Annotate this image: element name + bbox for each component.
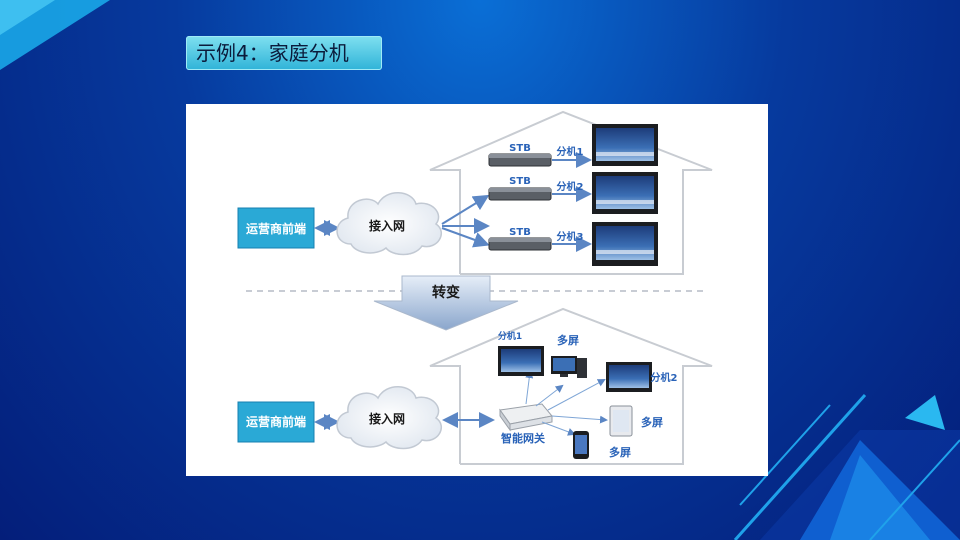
top-cloud: 接入网 <box>336 192 442 256</box>
slide-title: 示例4：家庭分机 <box>196 41 349 65</box>
transition-arrow: 转变 <box>373 275 519 331</box>
ext-1-label: 分机1 <box>557 145 584 158</box>
multi-screen-label-pc: 多屏 <box>557 333 579 347</box>
desktop-pc <box>551 356 587 378</box>
smart-gateway: 智能网关 <box>499 403 553 445</box>
mobile-phone <box>573 431 589 459</box>
tv-3 <box>592 222 658 266</box>
cloud-to-stb3-arrow <box>441 227 490 248</box>
transition-label: 转变 <box>432 284 460 301</box>
slide-title-box: 示例4：家庭分机 <box>186 36 382 70</box>
bottom-ext2-label: 分机2 <box>651 371 678 384</box>
tablet-device <box>609 405 633 437</box>
diagram-panel: 运营商前端 接入网 STB 分机1 STB 分机2 STB 分机3 <box>186 104 768 476</box>
diagonal-line-3 <box>869 439 960 540</box>
top-cloud-label: 接入网 <box>369 218 405 233</box>
stb-2: STB <box>488 176 552 201</box>
bottom-tv-ext2 <box>606 362 652 392</box>
stb-2-label: STB <box>509 176 531 187</box>
stb-3-label: STB <box>509 227 531 238</box>
big-triangle-inner <box>830 455 930 540</box>
top-operator-box: 运营商前端 <box>237 207 315 249</box>
ext-3-label: 分机3 <box>557 230 584 243</box>
stb-1-label: STB <box>509 143 531 154</box>
wireless-links <box>525 370 608 436</box>
bottom-cloud: 接入网 <box>336 386 442 450</box>
multi-screen-label-tablet: 多屏 <box>641 415 663 429</box>
tv-2 <box>592 172 658 214</box>
gateway-label: 智能网关 <box>501 431 545 445</box>
small-triangle <box>905 395 945 430</box>
diagonal-line-2 <box>739 404 831 506</box>
cloud-to-stb1-arrow <box>441 194 490 225</box>
multi-screen-label-phone: 多屏 <box>609 445 631 459</box>
top-operator-label: 运营商前端 <box>246 221 306 236</box>
bottom-tv-ext1 <box>498 346 544 376</box>
bottom-cloud-label: 接入网 <box>369 411 405 426</box>
diagonal-line-1 <box>733 393 867 540</box>
bottom-operator-label: 运营商前端 <box>246 414 306 429</box>
bottom-operator-box: 运营商前端 <box>237 401 315 443</box>
bottom-ext1-label: 分机1 <box>498 330 522 342</box>
tv-1 <box>592 124 658 166</box>
corner-triangle-inner <box>0 0 55 35</box>
ext-2-label: 分机2 <box>557 180 584 193</box>
stb-3: STB <box>488 227 552 251</box>
stb-1: STB <box>488 143 552 167</box>
bottom-house-outline <box>429 307 713 465</box>
